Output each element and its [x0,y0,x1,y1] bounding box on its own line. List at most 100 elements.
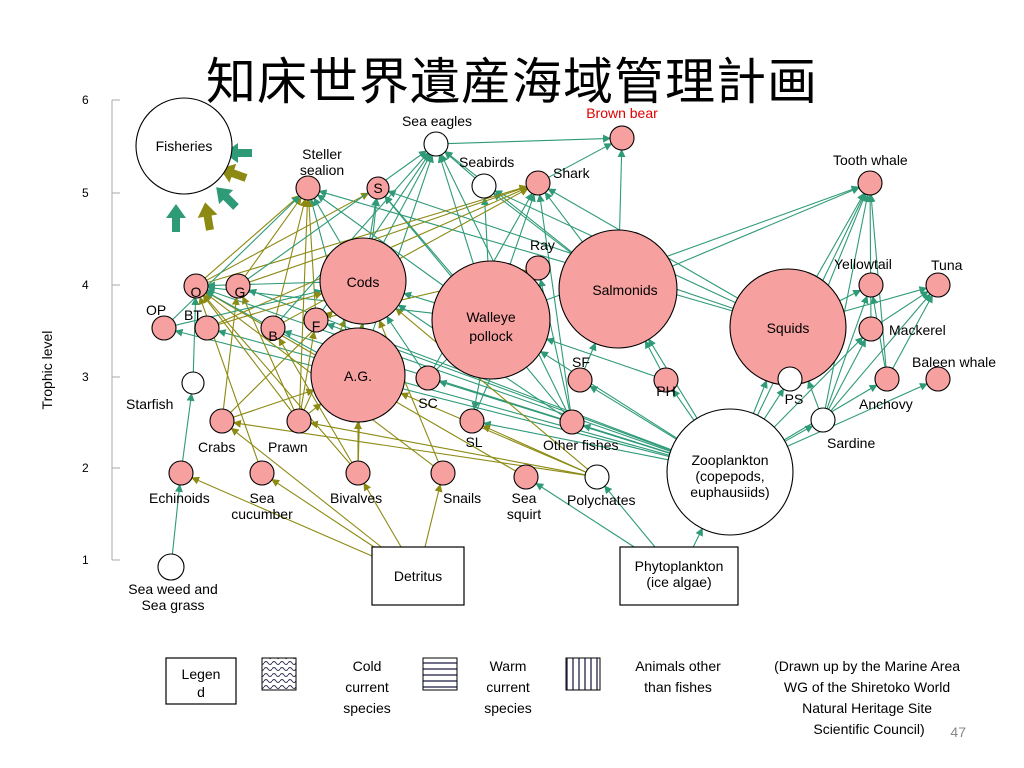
link-phytoplankton-to-polychates [604,485,656,548]
node-circle [609,125,635,151]
node-circle [295,175,321,201]
link-prawn-to-AG [308,403,322,415]
node-brown-bear: Brown bear [586,105,658,151]
link-squids-to-yellowtail [839,289,862,302]
node-label: Snails [443,490,481,506]
fishery-arrow-4 [197,202,218,231]
node-other-fishes: Other fishes [543,409,618,453]
link-SF-to-salmonids [584,342,597,370]
link-O-to-shark [207,184,528,284]
node-circle [194,315,220,341]
node-label: Ray [530,237,555,253]
node-circle [423,131,449,157]
link-detritus-to-crabs [230,427,382,548]
node-label: Tooth whale [833,152,908,168]
link-starfish-to-O [191,297,200,373]
link-phytoplankton-to-zooplankton [692,527,703,548]
node-label: Mackerel [889,322,946,338]
legend-note: (Drawn up by the Marine Area WG of the S… [774,658,964,737]
link-seabirds-to-sea_eagles [444,151,476,179]
node-circle [181,371,205,395]
link-cods-to-O [207,281,321,290]
node-circle [303,307,329,333]
node-tooth-whale: Tooth whale [833,152,908,196]
node-circle [319,237,407,325]
node-circle [666,408,794,536]
link-sardine-to-squids [807,380,820,409]
link-zooplankton-to-sardine [784,425,814,442]
node-circle [286,408,312,434]
node-label: Fisheries [156,138,213,154]
node-label: PH [656,383,675,399]
node-detritus: Detritus [371,546,465,606]
link-bivalves-to-O [203,294,351,465]
node-label: F [312,318,321,334]
node-circle [209,408,235,434]
link-PH-to-salmonids [645,340,661,370]
fishery-arrow-5 [166,204,186,232]
link-cods-to-sea_eagles [382,153,431,244]
link-G-to-shark [249,185,528,283]
node-SC: SC [415,365,441,411]
node-mackerel: Mackerel [858,316,946,342]
node-label: Brown bear [586,105,658,121]
node-circle [168,460,194,486]
link-BT-to-cods [218,291,323,326]
node-SL: SL [459,408,485,450]
node-ray: Ray [525,237,555,281]
link-walleye-to-steller [316,194,444,286]
link-walleye-to-shark [509,193,536,265]
feeding-links [171,134,933,557]
node-label: Starfish [126,396,173,412]
link-O-to-S [206,192,370,281]
node-label: Sea eagles [402,113,472,129]
node-circle [431,260,551,380]
node-label: Squids [767,320,810,336]
link-squids-to-tooth_whale [816,192,865,277]
tick-4: 4 [82,278,89,292]
node-label: Crabs [198,439,235,455]
node-echinoids: Echinoids [149,460,210,506]
node-S: S [366,176,390,200]
node-yellowtail: Yellowtail [834,256,892,298]
node-PS: PS [777,366,803,407]
link-prawn-to-steller [298,199,312,410]
node-zooplankton: Zooplankton(copepods,euphausiids) [666,408,794,536]
node-crabs: Crabs [198,408,235,455]
node-label: Echinoids [149,490,210,506]
node-PH: PH [653,367,679,399]
link-prawn-to-O [202,294,293,412]
link-detritus-to-bivalves [363,482,402,548]
link-G-to-steller [244,196,302,277]
link-zooplankton-to-SL [482,420,669,461]
node-B: B [260,315,286,344]
node-circle [260,315,286,341]
link-F-to-steller [305,199,316,309]
node-circle [858,316,884,342]
node-label: B [268,328,277,344]
link-polychates-to-SL [482,425,587,473]
axis-label: Trophic level [39,331,55,410]
node-label: Tuna [931,257,963,273]
page-number: 47 [950,724,966,740]
link-mackerel-to-tuna [880,291,929,323]
node-circle [525,255,551,281]
link-zooplankton-to-mackerel [773,336,864,428]
link-sardine-to-tooth_whale [824,193,871,409]
link-prawn-to-G [242,295,295,411]
link-salmonids-to-shark [544,191,583,243]
node-circle [471,173,497,199]
node-polychates: Polychates [567,464,635,508]
node-label: Other fishes [543,437,618,453]
node-circle [366,176,390,200]
node-label: OP [146,302,166,318]
node-label: Baleen whale [912,354,996,370]
